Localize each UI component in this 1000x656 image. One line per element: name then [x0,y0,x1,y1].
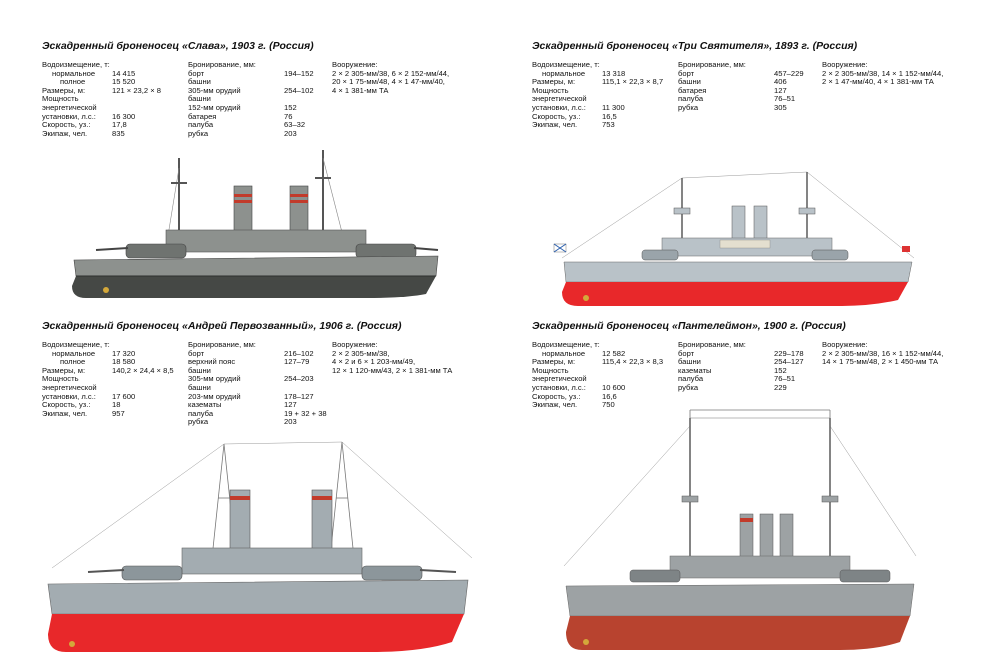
ship-illustration-slava [66,148,446,298]
ship-title: Эскадренный броненосец «Слава», 1903 г. … [42,40,314,52]
ship-title: Эскадренный броненосец «Три Святителя», … [532,40,858,52]
ship-card-tri-sviatitelia: Эскадренный броненосец «Три Святителя», … [532,40,1000,360]
ship-title: Эскадренный броненосец «Пантелеймон», 19… [532,320,846,332]
ship-illustration-panteleimon [560,406,920,652]
ship-illustration-andrei-pervozvanny [42,438,482,654]
ship-title: Эскадренный броненосец «Андрей Первозван… [42,320,402,332]
ship-card-panteleimon: Эскадренный броненосец «Пантелеймон», 19… [532,320,1000,650]
ship-card-slava: Эскадренный броненосец «Слава», 1903 г. … [42,40,512,360]
ship-card-andrei-pervozvanny: Эскадренный броненосец «Андрей Первозван… [42,320,512,652]
ship-illustration-tri-sviatitelia [542,168,922,308]
armament-specs: Вооружение: 2 × 2 305-мм/38, 4 × 2 и 6 ×… [332,340,453,375]
armament-specs: Вооружение: 2 × 2 305-мм/38, 16 × 1 152-… [822,340,944,367]
armament-specs: Вооружение: 2 × 2 305-мм/38, 6 × 2 152-м… [332,60,450,95]
armament-specs: Вооружение: 2 × 2 305-мм/38, 14 × 1 152-… [822,60,944,87]
